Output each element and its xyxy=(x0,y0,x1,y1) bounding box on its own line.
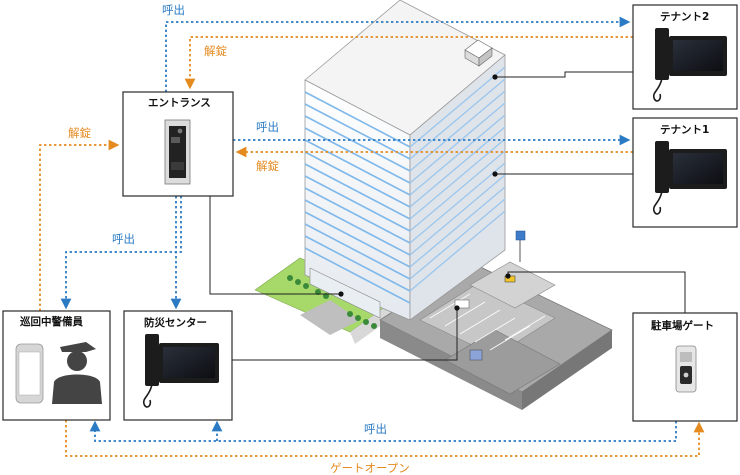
unlock-label-top: 解錠 xyxy=(204,44,227,58)
unlock-label-patrol: 解錠 xyxy=(68,126,91,140)
gate-open-label: ゲートオープン xyxy=(330,461,410,475)
tenant2-node: テナント2 xyxy=(632,4,738,110)
tenant2-title: テナント2 xyxy=(660,11,709,23)
call-label-tenant1: 呼出 xyxy=(256,120,279,134)
patrol-guard-node: 巡回中警備員 xyxy=(2,310,111,421)
guard-icon xyxy=(52,342,102,404)
disaster-center-node: 防災センター xyxy=(123,310,233,421)
call-label-bottom: 呼出 xyxy=(364,422,387,436)
building-icon xyxy=(254,0,613,410)
door-station-icon xyxy=(164,119,191,185)
parking-gate-title: 駐車場ゲート xyxy=(651,319,714,332)
tenant1-title: テナント1 xyxy=(660,124,709,136)
entrance-node: エントランス xyxy=(122,91,234,197)
smartphone-icon xyxy=(15,343,44,404)
flow-arrows xyxy=(39,16,705,457)
video-monitor-icon xyxy=(652,28,727,102)
video-monitor-icon xyxy=(142,334,219,408)
patrol-guard-title: 巡回中警備員 xyxy=(20,315,83,328)
unlock-label-tenant1: 解錠 xyxy=(256,159,279,173)
wiring xyxy=(209,71,686,361)
tenant1-node: テナント1 xyxy=(632,117,738,228)
gate-intercom-icon xyxy=(675,345,697,393)
video-monitor-icon xyxy=(652,141,727,215)
call-label-patrol: 呼出 xyxy=(112,232,135,246)
entrance-title: エントランス xyxy=(148,97,211,109)
parking-gate-node: 駐車場ゲート xyxy=(632,312,738,422)
disaster-center-title: 防災センター xyxy=(144,316,207,329)
call-label-top: 呼出 xyxy=(162,3,185,17)
